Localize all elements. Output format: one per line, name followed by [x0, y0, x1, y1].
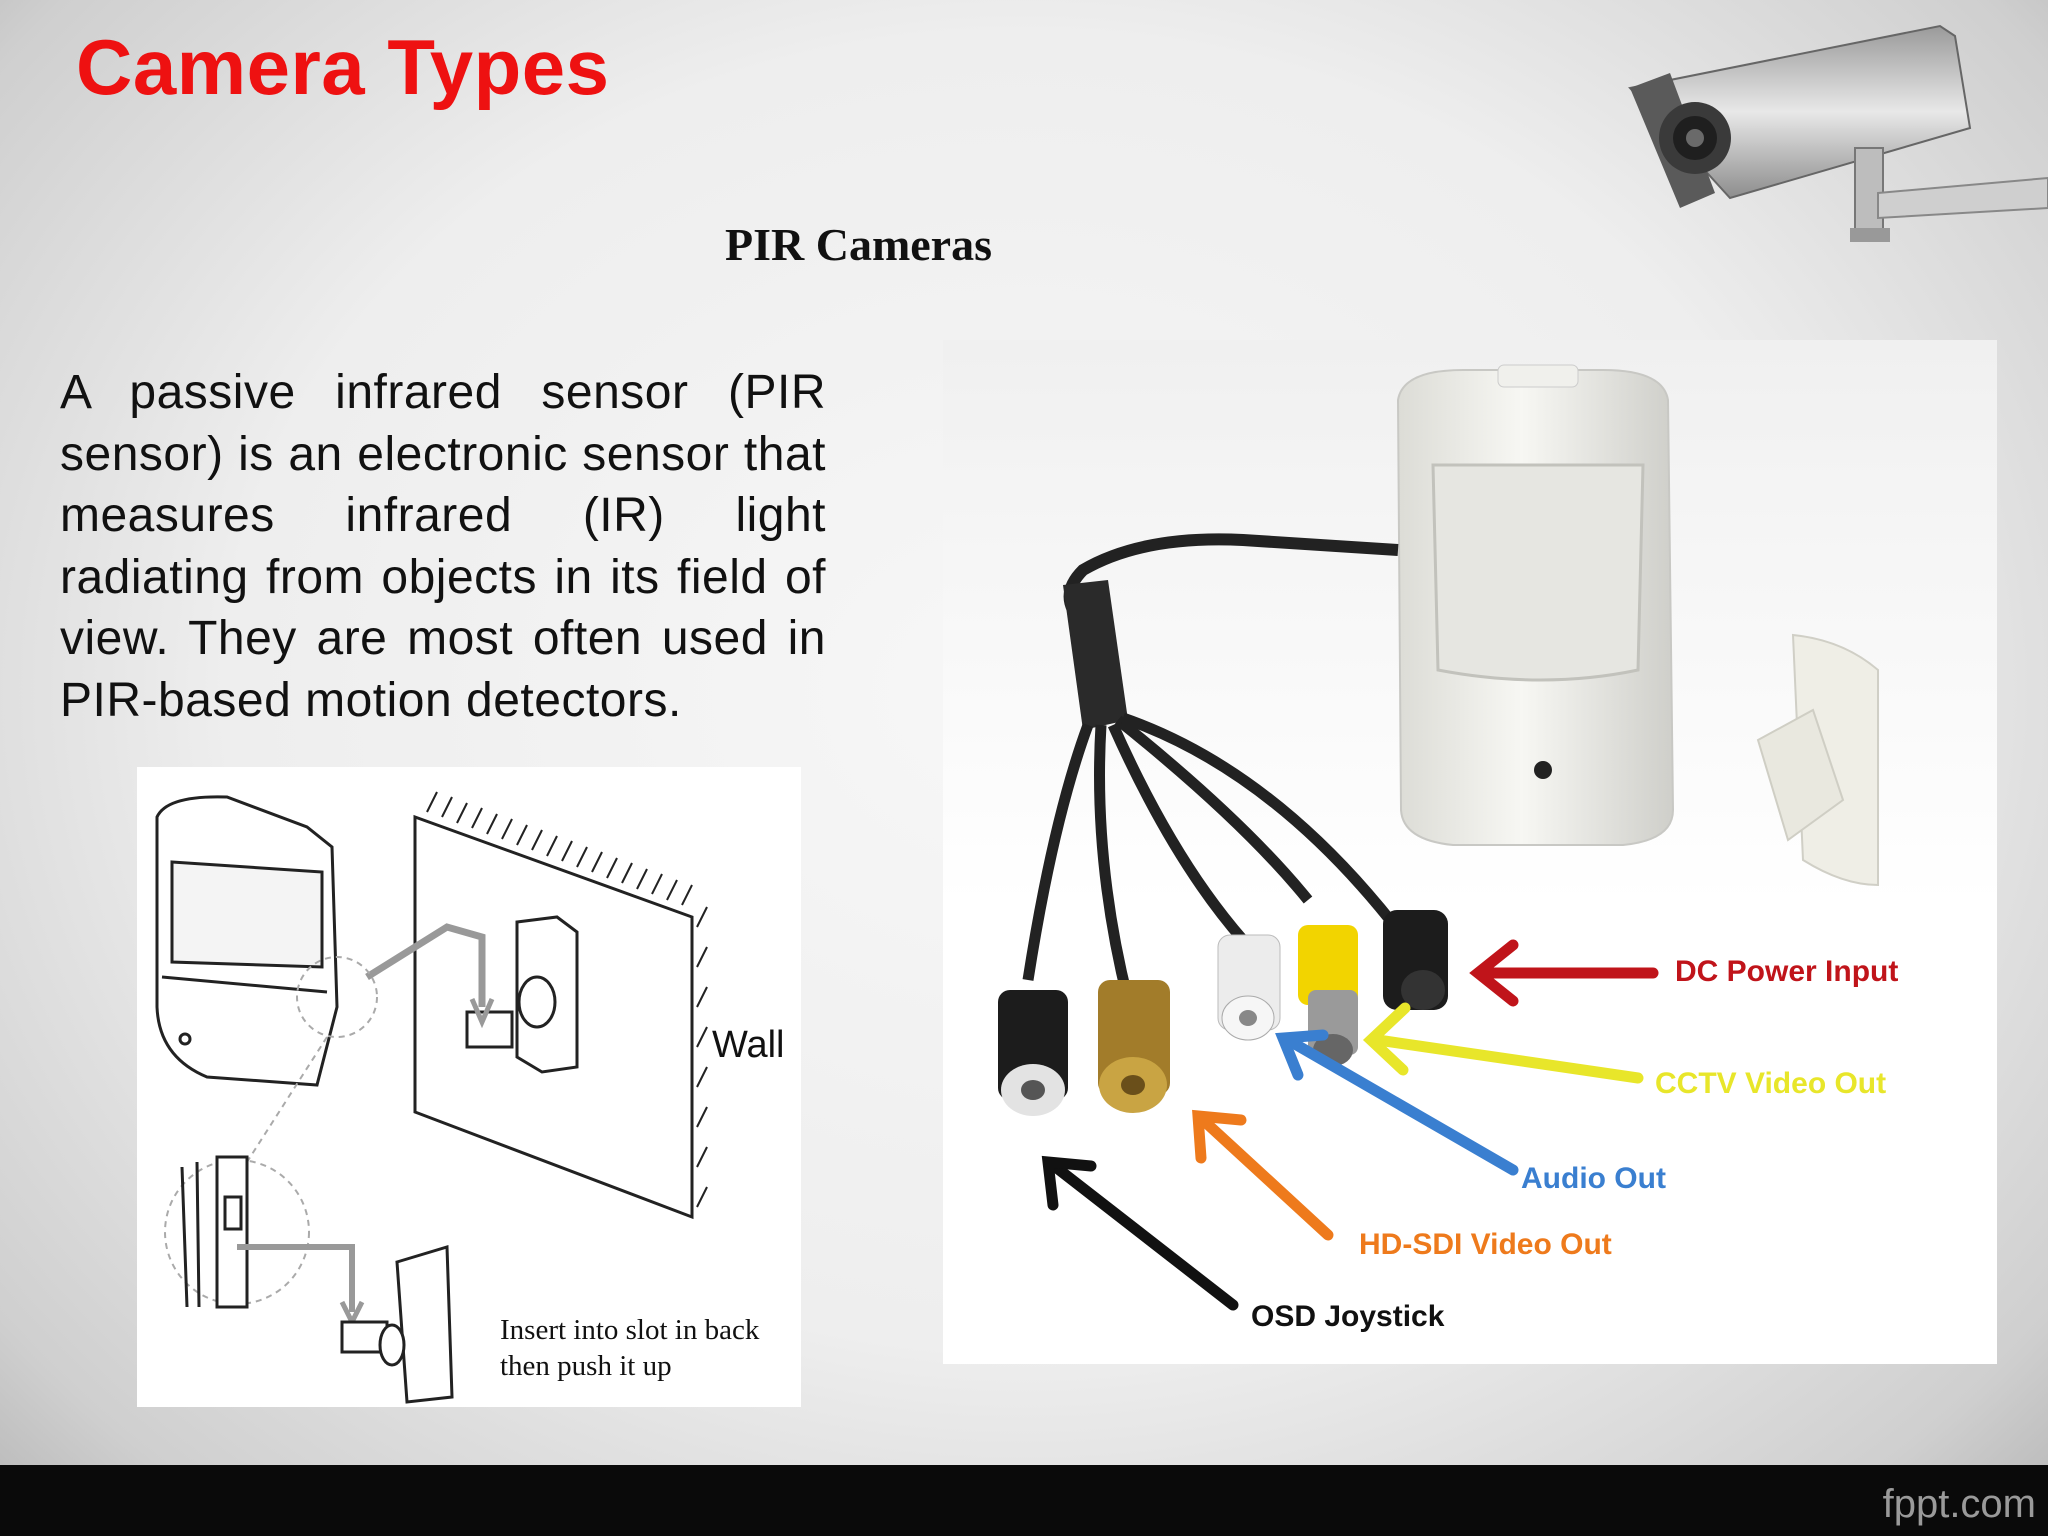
label-osd-joystick: OSD Joystick	[1251, 1300, 1445, 1333]
footer-brand[interactable]: fppt.com	[1882, 1482, 2036, 1526]
slide-title: Camera Types	[76, 23, 610, 111]
label-hd-sdi-video-out: HD-SDI Video Out	[1359, 1228, 1612, 1261]
pir-camera-drawing	[998, 364, 1879, 1311]
slot-caption-line-2: then push it up	[500, 1350, 672, 1382]
mounting-diagram: Wall Insert into slot in back then push i…	[137, 767, 801, 1407]
slot-caption-line-1: Insert into slot in back	[500, 1314, 760, 1346]
label-cctv-video-out: CCTV Video Out	[1655, 1067, 1887, 1100]
section-subtitle: PIR Cameras	[725, 219, 992, 270]
mounting-diagram-drawing	[155, 791, 708, 1404]
footer-bar	[0, 1465, 2048, 1536]
pir-camera-photo: DC Power Input CCTV Video Out Audio Out …	[943, 340, 1997, 1364]
label-audio-out: Audio Out	[1521, 1162, 1666, 1195]
slot-caption: Insert into slot in back then push it up	[500, 1312, 759, 1384]
cctv-camera-icon	[1628, 24, 2048, 242]
label-dc-power-input: DC Power Input	[1675, 955, 1899, 988]
pir-description: A passive infrared sensor (PIR sensor) i…	[60, 366, 826, 727]
wall-label: Wall	[712, 1024, 785, 1066]
